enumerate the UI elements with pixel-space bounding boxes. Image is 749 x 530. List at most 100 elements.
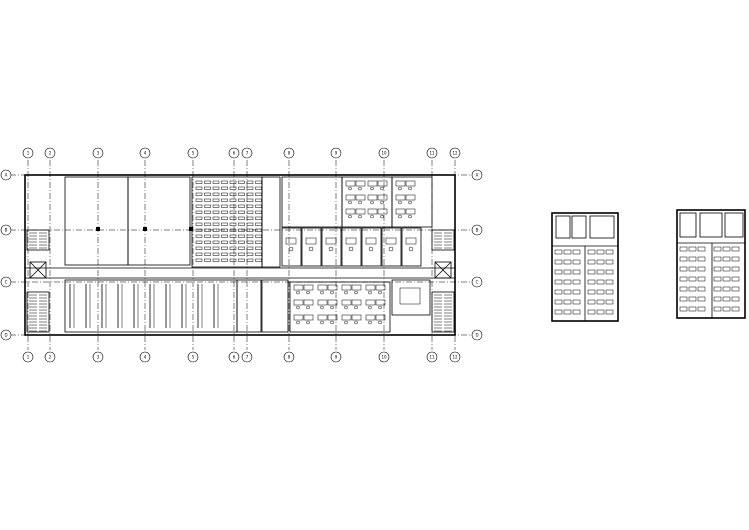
workstation xyxy=(341,299,352,306)
axis-bubble-label: 7 xyxy=(246,151,249,156)
workstation xyxy=(697,266,706,272)
desk xyxy=(255,246,262,250)
chair xyxy=(348,200,352,205)
desk xyxy=(212,192,220,196)
workstation xyxy=(367,180,378,187)
workstation xyxy=(697,306,706,312)
small-plan-2-outline xyxy=(676,209,746,319)
workstation xyxy=(688,266,697,272)
desk xyxy=(195,192,203,196)
desk xyxy=(255,192,262,196)
desk xyxy=(229,240,237,244)
axis-bubble xyxy=(0,276,12,288)
chair xyxy=(320,290,324,295)
desk xyxy=(221,240,228,244)
left-stair-lower xyxy=(26,291,50,333)
desk xyxy=(238,222,245,226)
workstation xyxy=(679,256,688,262)
workstation xyxy=(679,296,688,302)
desk xyxy=(246,192,254,196)
axis-bubble xyxy=(378,351,390,363)
desk xyxy=(238,246,245,250)
workstation xyxy=(731,246,740,252)
axis-bubble-label: 8 xyxy=(288,355,291,360)
workstation xyxy=(697,276,706,282)
desk xyxy=(221,216,228,220)
chair xyxy=(354,305,358,310)
workstation xyxy=(317,299,328,306)
workstation xyxy=(563,309,572,315)
workstation xyxy=(587,269,596,275)
desk xyxy=(229,204,237,208)
axis-bubble xyxy=(471,169,483,181)
axis-bubble-label: 4 xyxy=(144,355,147,360)
workstation xyxy=(345,194,356,201)
chair xyxy=(344,290,348,295)
desk xyxy=(195,246,203,250)
workstation xyxy=(367,194,378,201)
desk xyxy=(238,252,245,256)
desk xyxy=(221,186,228,190)
axis-bubble-label: 6 xyxy=(233,355,236,360)
axis-bubble xyxy=(449,147,461,159)
axis-bubble xyxy=(0,169,12,181)
axis-bubble-label: 12 xyxy=(452,151,458,156)
desk xyxy=(246,252,254,256)
workstation xyxy=(713,246,722,252)
workstation xyxy=(679,246,688,252)
workstation xyxy=(697,246,706,252)
desk xyxy=(204,210,211,214)
workstation xyxy=(596,299,605,305)
workstation xyxy=(722,276,731,282)
axis-bubble-label: 1 xyxy=(27,151,30,156)
workstation xyxy=(367,208,378,215)
office-chair xyxy=(368,246,374,252)
chair xyxy=(296,305,300,310)
workstation xyxy=(587,259,596,265)
axis-bubble-label: 2 xyxy=(49,355,52,360)
workstation xyxy=(731,296,740,302)
desk xyxy=(246,246,254,250)
axis-bubble xyxy=(283,147,295,159)
desk xyxy=(204,240,211,244)
desk xyxy=(238,258,245,262)
desk xyxy=(229,192,237,196)
axis-bubble-label: 10 xyxy=(381,151,387,156)
workstation xyxy=(395,194,406,201)
desk xyxy=(229,258,237,262)
axis-bubble-label: 10 xyxy=(381,355,387,360)
chair xyxy=(368,305,372,310)
workstation xyxy=(395,208,406,215)
workstation xyxy=(688,296,697,302)
office-desk xyxy=(285,237,297,245)
office-chair xyxy=(388,246,394,252)
desk xyxy=(221,258,228,262)
chair xyxy=(354,320,358,325)
desk xyxy=(246,258,254,262)
workstation xyxy=(688,276,697,282)
workstation xyxy=(303,314,314,321)
workstation xyxy=(563,289,572,295)
main-floor-plan xyxy=(24,174,456,336)
desk xyxy=(255,252,262,256)
desk xyxy=(255,210,262,214)
hall-room-2 xyxy=(127,176,191,266)
desk xyxy=(195,186,203,190)
chair xyxy=(380,186,384,191)
desk xyxy=(204,234,211,238)
workstation xyxy=(688,306,697,312)
workstation xyxy=(572,289,581,295)
workstation xyxy=(395,180,406,187)
desk xyxy=(204,222,211,226)
desk xyxy=(229,186,237,190)
desk xyxy=(212,246,220,250)
side-room xyxy=(261,176,281,268)
office-desk xyxy=(345,237,357,245)
right-elevator xyxy=(434,261,452,279)
right-stair-treads xyxy=(434,232,452,332)
desk xyxy=(195,180,203,184)
desk xyxy=(221,252,228,256)
office-desk xyxy=(385,237,397,245)
reading-room-lower xyxy=(64,279,238,333)
